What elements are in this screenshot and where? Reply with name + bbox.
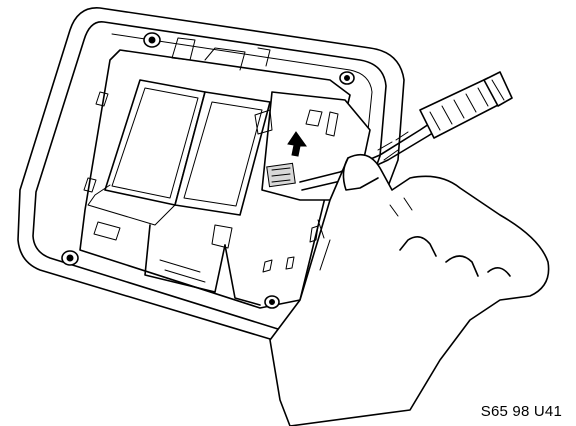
lower-frame-rib-left [144,224,226,293]
switch-body-middle-face [183,101,263,207]
edge-tab-1 [95,91,109,107]
release-tab [254,109,273,135]
switch-body-left-face [111,87,199,199]
connector-pins [266,162,296,188]
connector-slot [325,111,339,137]
top-clip-middle [204,47,246,71]
lower-clip [211,224,233,249]
switch-body-middle [174,91,271,216]
wire-strands [377,131,409,161]
lower-frame-rib-right [224,244,261,306]
mounting-screw-bottom-left [61,250,79,266]
hand-outline [269,153,550,426]
finger-knuckle-2 [445,255,479,277]
top-clip-right [257,47,271,67]
finger-lines [389,197,413,217]
mounting-screw-bottom-right [264,295,280,309]
finger-knuckle-1 [399,236,437,257]
edge-tab-2 [83,177,97,193]
detail-slot-3 [309,225,319,243]
lower-frame-slots [159,259,206,283]
inline-harness-connector [419,71,513,139]
top-clip-left [171,37,196,61]
mounting-screw-top-left [143,32,161,48]
connector-latch [305,109,323,127]
detail-slot-2 [285,256,295,270]
mounting-screw-top-right [339,71,355,85]
thumb-outline [342,157,379,191]
detail-slot-1 [262,259,273,273]
housing-lip [111,33,373,151]
module-base-plate [79,49,351,309]
switch-body-left-base [87,184,176,226]
finger-knuckle-3 [487,267,511,277]
edge-tab-3 [93,221,121,241]
figure-reference-code: S65 98 U41 [480,403,562,420]
palm-crease [317,219,331,271]
pull-direction-arrow [287,131,307,157]
